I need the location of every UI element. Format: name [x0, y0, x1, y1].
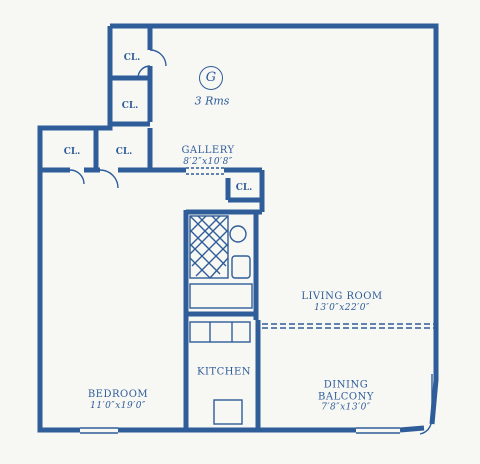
outer-wall-top-right [110, 23, 439, 360]
gallery-label: GALLERY 8′2″x10′8″ [181, 145, 234, 167]
door-swing [149, 49, 167, 67]
bedroom-label: BEDROOM 11′0″x19′0″ [88, 389, 148, 411]
dining-name: DINING [323, 379, 369, 391]
kitchen-counter [189, 321, 251, 343]
unit-letter-badge: G [199, 66, 223, 90]
rooms-count: 3 Rms [194, 94, 230, 108]
door-swing [99, 169, 119, 189]
bedroom-dims: 11′0″x19′0″ [90, 400, 146, 411]
closet-label: CL. [123, 52, 141, 63]
kitchen-label: KITCHEN [196, 366, 252, 378]
living-room-label: LIVING ROOM 13′0″x22′0″ [301, 291, 382, 313]
door-swing [137, 65, 151, 79]
closet-label: CL. [235, 182, 253, 193]
gallery-name: GALLERY [181, 145, 235, 157]
living-room-name: LIVING ROOM [301, 291, 383, 303]
outer-wall-left [37, 26, 113, 433]
dining-balcony-dims: 7′8″x13′0″ [321, 402, 371, 413]
walls [37, 23, 439, 433]
bedroom-name: BEDROOM [87, 389, 149, 401]
sink [229, 225, 247, 243]
balcony-name: BALCONY [318, 390, 374, 402]
closet-label: CL. [115, 146, 133, 157]
outer-wall-corner [429, 360, 439, 425]
tile-pattern [189, 215, 229, 279]
closet-label: CL. [63, 146, 81, 157]
gallery-dims: 8′2″x10′8″ [183, 156, 233, 167]
closet-label: CL. [121, 100, 139, 111]
corner-window [419, 374, 433, 435]
living-room-dims: 13′0″x22′0″ [314, 302, 370, 313]
shower-area [189, 215, 229, 279]
fixtures [69, 49, 434, 435]
door-swing [69, 169, 85, 185]
outer-wall-bottom-right [399, 425, 425, 433]
toilet [231, 255, 251, 279]
dining-balcony-label: DINING BALCONY 7′8″x13′0″ [318, 379, 374, 412]
kitchen-range [213, 399, 243, 425]
bathtub [189, 283, 253, 309]
